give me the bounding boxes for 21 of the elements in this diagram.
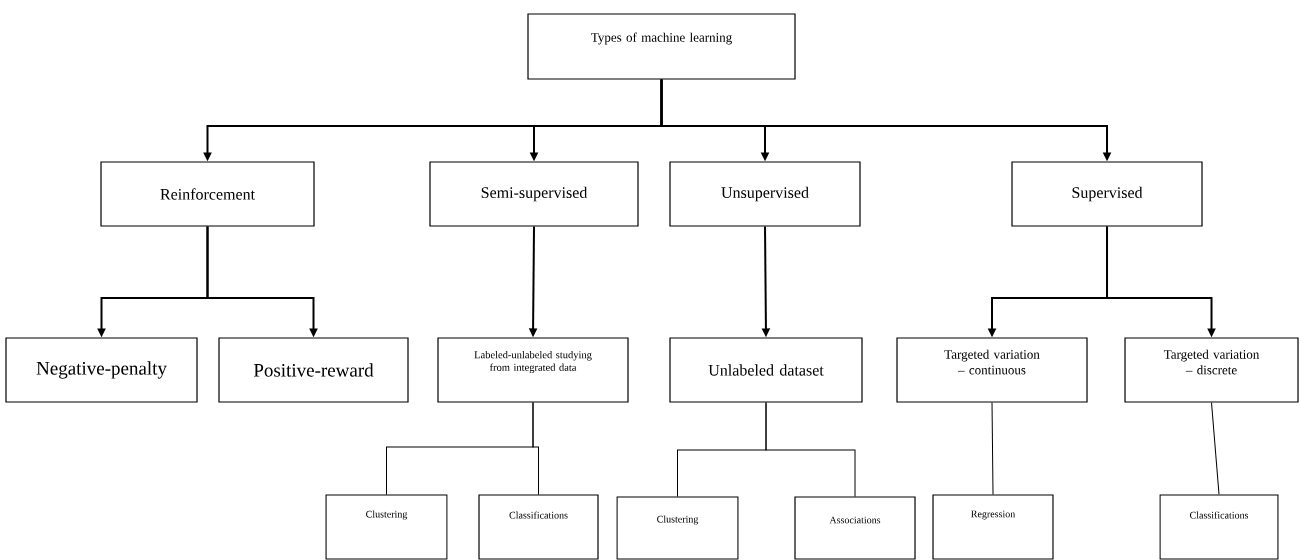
process-box: Supervised (1011, 161, 1203, 227)
process-box: Labeled-unlabeled studying from integrated data (437, 337, 629, 403)
process-box: Associations (794, 496, 916, 560)
connector-line (532, 402, 539, 495)
process-box: Targeted variation – continuous (896, 337, 1088, 403)
process-box: Unsupervised (669, 161, 861, 227)
process-box: Regression (932, 494, 1054, 560)
process-box: Types of machine learning (527, 13, 796, 80)
process-box: Targeted variation – discrete (1124, 337, 1299, 403)
process-box: Clustering (325, 494, 448, 560)
connector-line (1211, 402, 1220, 495)
process-box: Classifications (478, 494, 599, 560)
process-box: Negative-penalty (5, 337, 198, 403)
process-box: Reinforcement (100, 161, 315, 227)
connector-line (991, 402, 994, 495)
process-box: Semi-supervised (429, 161, 639, 227)
process-box: Classifications (1159, 494, 1279, 560)
process-box: Clustering (616, 496, 739, 560)
process-box: Unlabeled dataset (669, 337, 863, 403)
connector-line (765, 402, 856, 497)
process-box: Positive-reward (218, 337, 409, 403)
